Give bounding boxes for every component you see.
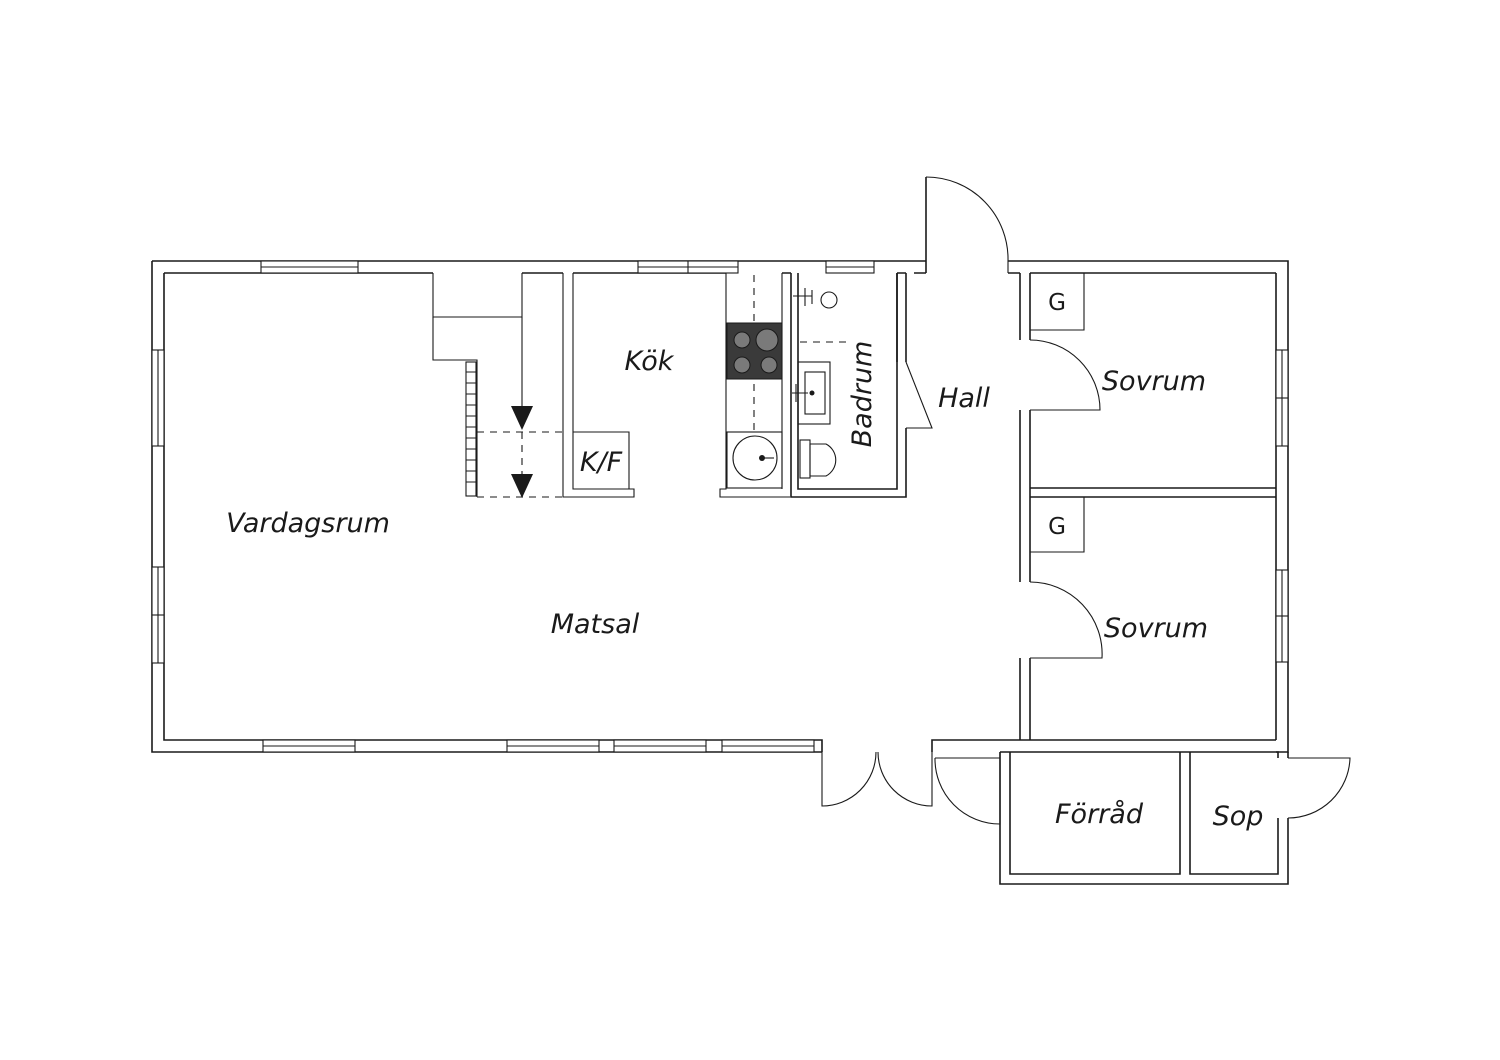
kitchen-fixtures <box>726 275 783 489</box>
room-label-kok: Kök <box>625 346 675 377</box>
room-label-vardagsrum: Vardagsrum <box>226 508 390 539</box>
interior-walls <box>432 272 1276 740</box>
room-label-sovrum-2: Sovrum <box>1104 613 1208 644</box>
room-label-hall: Hall <box>938 383 990 414</box>
toilet-icon <box>799 439 811 479</box>
doors <box>821 176 1351 825</box>
stair-arrow-icon <box>511 406 533 430</box>
sink-icon <box>726 431 783 489</box>
room-label-g-1: G <box>1048 290 1066 316</box>
room-label-g-2: G <box>1048 514 1066 540</box>
room-label-matsal: Matsal <box>551 609 640 640</box>
storage-annex <box>999 751 1289 885</box>
room-label-badrum: Badrum <box>847 341 878 448</box>
shower-icon <box>820 291 838 309</box>
room-label-sop: Sop <box>1213 801 1264 832</box>
room-label-kf: K/F <box>580 447 623 478</box>
room-labels: Vardagsrum Matsal Kök K/F Badrum Hall So… <box>226 290 1263 832</box>
windows <box>151 260 1289 753</box>
room-label-sovrum-1: Sovrum <box>1102 366 1206 397</box>
staircase <box>465 317 563 498</box>
stair-arrow-icon <box>511 474 533 498</box>
bathroom-fixtures <box>792 288 850 479</box>
room-label-forrad: Förråd <box>1055 799 1144 830</box>
